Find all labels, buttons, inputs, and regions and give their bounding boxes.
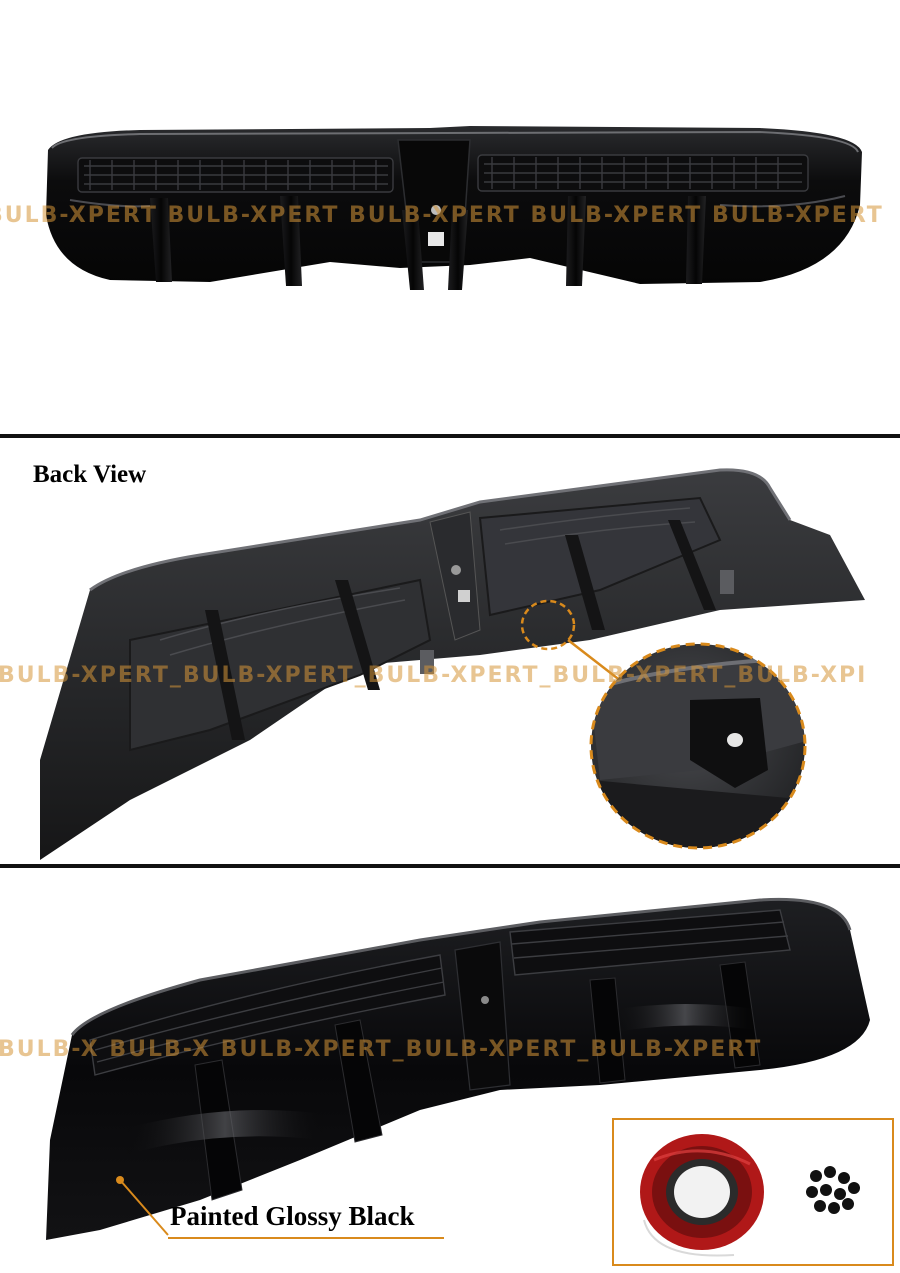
back-view-diffuser-image (40, 468, 865, 860)
included-accessories-image (640, 1134, 860, 1257)
magnify-circle-icon (589, 642, 807, 850)
back-view-label: Back View (33, 461, 147, 488)
angled-view-diffuser-image (46, 897, 870, 1240)
finish-label: Painted Glossy Black (170, 1201, 415, 1231)
front-view-diffuser-image (46, 126, 862, 290)
screws-icon (806, 1166, 860, 1214)
accessories-inset (612, 1118, 894, 1266)
finish-underline (168, 1237, 444, 1239)
section-divider (0, 864, 900, 868)
front-view-panel (0, 0, 900, 432)
tape-roll-icon (640, 1134, 764, 1257)
back-view-panel (0, 440, 900, 862)
section-divider (0, 434, 900, 438)
